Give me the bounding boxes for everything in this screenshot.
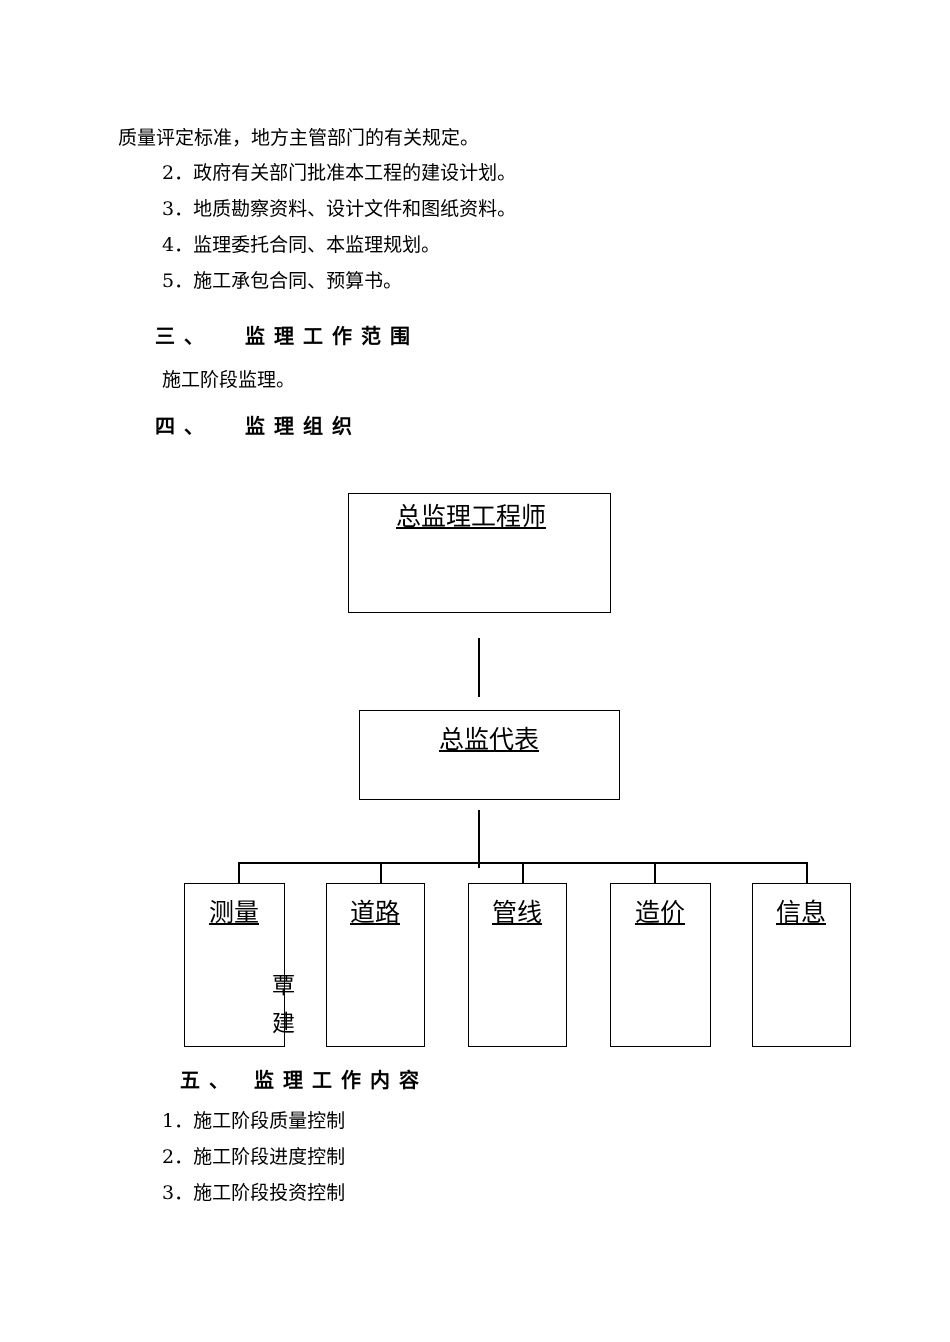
connector-line <box>654 862 656 883</box>
intro-line: 质量评定标准，地方主管部门的有关规定。 <box>118 127 480 149</box>
org-label-dept: 造价 <box>634 898 686 927</box>
section5-item: 2．施工阶段进度控制 <box>162 1146 346 1168</box>
org-box-deputy <box>359 710 620 800</box>
basis-item: 4．监理委托合同、本监理规划。 <box>162 234 441 256</box>
org-box-dept <box>184 883 285 1047</box>
section3-body: 施工阶段监理。 <box>162 369 296 391</box>
section5-item: 1．施工阶段质量控制 <box>162 1110 346 1132</box>
section5-item: 3．施工阶段投资控制 <box>162 1182 346 1204</box>
org-box-chief <box>348 493 611 613</box>
connector-line <box>380 862 382 883</box>
basis-item: 2．政府有关部门批准本工程的建设计划。 <box>162 162 517 184</box>
basis-item: 5．施工承包合同、预算书。 <box>162 270 403 292</box>
connector-line <box>806 862 808 883</box>
section3-title: 监理工作范围 <box>245 324 419 348</box>
org-label-dept: 信息 <box>775 898 827 927</box>
section4-title: 监理组织 <box>245 414 361 438</box>
section4-number: 四、 <box>155 414 213 438</box>
section5-title: 五、 监理工作内容 <box>180 1068 428 1092</box>
basis-item: 3．地质勘察资料、设计文件和图纸资料。 <box>162 198 517 220</box>
stray-char: 覃 <box>272 973 295 999</box>
stray-char: 建 <box>272 1011 295 1037</box>
org-box-dept <box>610 883 711 1047</box>
section3-number: 三、 <box>155 324 213 348</box>
connector-line <box>478 638 480 697</box>
org-box-dept <box>752 883 851 1047</box>
connector-line <box>238 862 240 883</box>
connector-line <box>522 862 524 883</box>
org-label-dept: 道路 <box>349 898 401 927</box>
org-label-dept: 管线 <box>491 898 543 927</box>
connector-line <box>478 810 480 868</box>
org-label-deputy: 总监代表 <box>438 725 540 754</box>
org-box-dept <box>326 883 425 1047</box>
org-box-dept <box>468 883 567 1047</box>
org-label-chief: 总监理工程师 <box>395 502 547 531</box>
org-label-dept: 测量 <box>208 898 260 927</box>
